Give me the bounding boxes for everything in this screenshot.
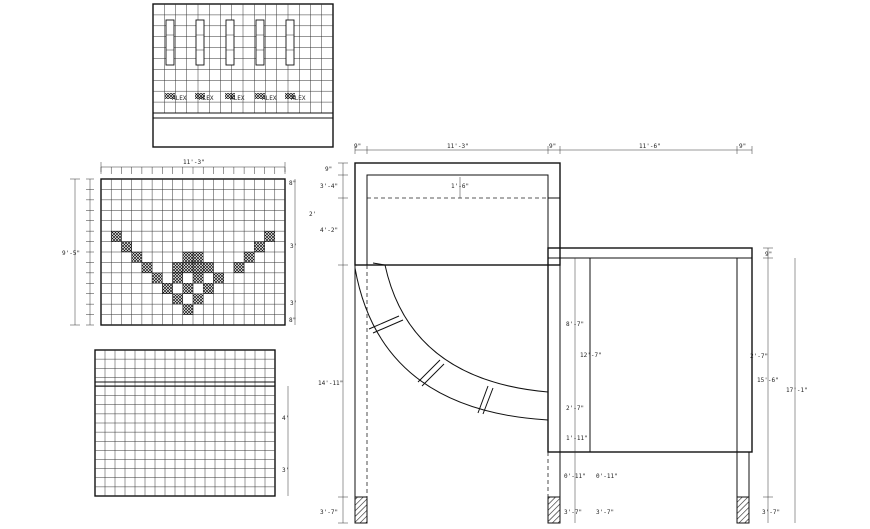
v-pattern-tile [131, 251, 143, 263]
plan-upper-room-outer [354, 162, 561, 266]
middle-tile-elevation: 11'-3" 9'-5" 8" 2' 3' 3' 8" [62, 159, 316, 326]
top-motif-5 [285, 93, 295, 99]
plan-right-dim-2: 2'-7" [750, 353, 768, 360]
top-slot-2 [195, 19, 205, 66]
v-pattern-tile [172, 272, 183, 284]
v-pattern-tile [182, 251, 194, 263]
plan-middle-leg-foot [547, 496, 561, 524]
plan-view: 9" 11'-3" 9" 11'-6" 9" 1'-6" [318, 143, 808, 524]
plan-upper-right-jamb [547, 197, 561, 249]
v-pattern-tile [121, 241, 132, 253]
plan-center-dim-2: 12'-7" [580, 352, 602, 359]
bottom-tile-grid [95, 350, 275, 496]
mid-right-dim-3: 3' [290, 243, 297, 250]
top-tile-elevation: ALEX ALEX ALEX ALEX ALEX [152, 3, 334, 148]
plan-curve-segment-3 [477, 385, 489, 414]
tile-label-1: ALEX [172, 95, 187, 102]
plan-curve-segment-1 [368, 315, 400, 330]
bottom-right-dim-1: 4' [282, 415, 289, 422]
v-pattern-tile [111, 230, 122, 242]
plan-right-room-outer [547, 247, 753, 453]
plan-right-dim-5: 3'-7" [762, 509, 780, 516]
plan-right-dim-3: 15'-6" [757, 377, 779, 384]
plan-center-dim-4: 1'-11" [566, 435, 588, 442]
plan-center-dim-3: 2'-7" [566, 405, 584, 412]
plan-right-dim-1: 9" [765, 251, 772, 258]
tile-label-2: ALEX [199, 95, 214, 102]
v-pattern-tile [182, 283, 194, 294]
v-pattern-tile [172, 262, 183, 274]
plan-right-dim-4: 17'-1" [786, 387, 808, 394]
mid-right-dim-4: 3' [290, 300, 297, 307]
top-motif-1 [165, 93, 175, 99]
v-pattern-tile [151, 272, 163, 284]
v-pattern-tile [254, 241, 265, 253]
plan-left-dim-5: 3'-7" [320, 509, 338, 516]
plan-left-dim-1: 9" [325, 166, 332, 173]
plan-left-dim-3: 4'-2" [320, 227, 338, 234]
plan-right-leg-foot [736, 496, 750, 524]
top-slot-1 [165, 19, 175, 66]
top-tile-motifs [165, 19, 295, 99]
plan-center-dim-6: 0'-11" [596, 473, 618, 480]
v-pattern-tile [192, 293, 204, 305]
v-pattern-tile [203, 262, 214, 274]
top-motif-4 [255, 93, 265, 99]
mid-small-dims [100, 167, 286, 174]
v-pattern-tile [192, 262, 204, 274]
plan-curved-edge-outer [384, 264, 549, 393]
plan-center-dim-8: 3'-7" [596, 509, 614, 516]
v-pattern-tile [213, 272, 224, 284]
top-slot-3 [225, 19, 235, 66]
v-pattern-tile [264, 230, 275, 242]
tile-label-4: ALEX [262, 95, 277, 102]
v-pattern-tile [162, 283, 173, 294]
plan-top-dim-4: 11'-6" [639, 143, 661, 150]
plan-top-dim-3: 9" [549, 143, 556, 150]
plan-curved-edge-inner [354, 267, 549, 421]
plan-top-dim-2: 11'-3" [447, 143, 469, 150]
plan-inner-top-dim: 1'-6" [451, 183, 469, 190]
v-pattern-tile [172, 293, 183, 305]
mid-right-dim-2: 2' [309, 211, 316, 218]
v-pattern-tile [233, 262, 245, 274]
mid-right-dim-1: 8" [289, 180, 296, 187]
v-pattern-tile [182, 262, 194, 274]
mid-side-dims [86, 178, 94, 326]
plan-curve-segment-2 [417, 359, 441, 383]
plan-top-dim-1: 9" [354, 143, 361, 150]
middle-tile-v-pattern [111, 230, 275, 315]
mid-overall-width: 11'-3" [183, 159, 205, 166]
tile-label-3: ALEX [230, 95, 245, 102]
top-tile-labels: ALEX ALEX ALEX ALEX ALEX [172, 95, 306, 102]
bottom-tile-elevation: 4' 3' [94, 349, 289, 497]
v-pattern-tile [182, 303, 194, 315]
plan-left-dim-2: 3'-4" [320, 183, 338, 190]
plan-center-dim-1: 8'-7" [566, 321, 584, 328]
v-pattern-tile [192, 272, 204, 284]
v-pattern-tile [192, 251, 204, 263]
plan-center-dim-5: 0'-11" [564, 473, 586, 480]
plan-center-dim-7: 3'-7" [564, 509, 582, 516]
plan-top-dim-5: 9" [739, 143, 746, 150]
v-pattern-tile [141, 262, 153, 274]
top-slot-5 [285, 19, 295, 66]
top-motif-2 [195, 93, 205, 99]
top-slot-4 [255, 19, 265, 66]
tile-label-5: ALEX [291, 95, 306, 102]
top-motif-3 [225, 93, 235, 99]
mid-overall-height: 9'-5" [62, 250, 80, 257]
v-pattern-tile [203, 283, 214, 294]
plan-left-dim-4: 14'-11" [318, 380, 343, 387]
bottom-right-dim-2: 3' [282, 467, 289, 474]
v-pattern-tile [243, 251, 255, 263]
mid-right-dim-5: 8" [289, 317, 296, 324]
plan-left-leg-foot [354, 496, 368, 524]
